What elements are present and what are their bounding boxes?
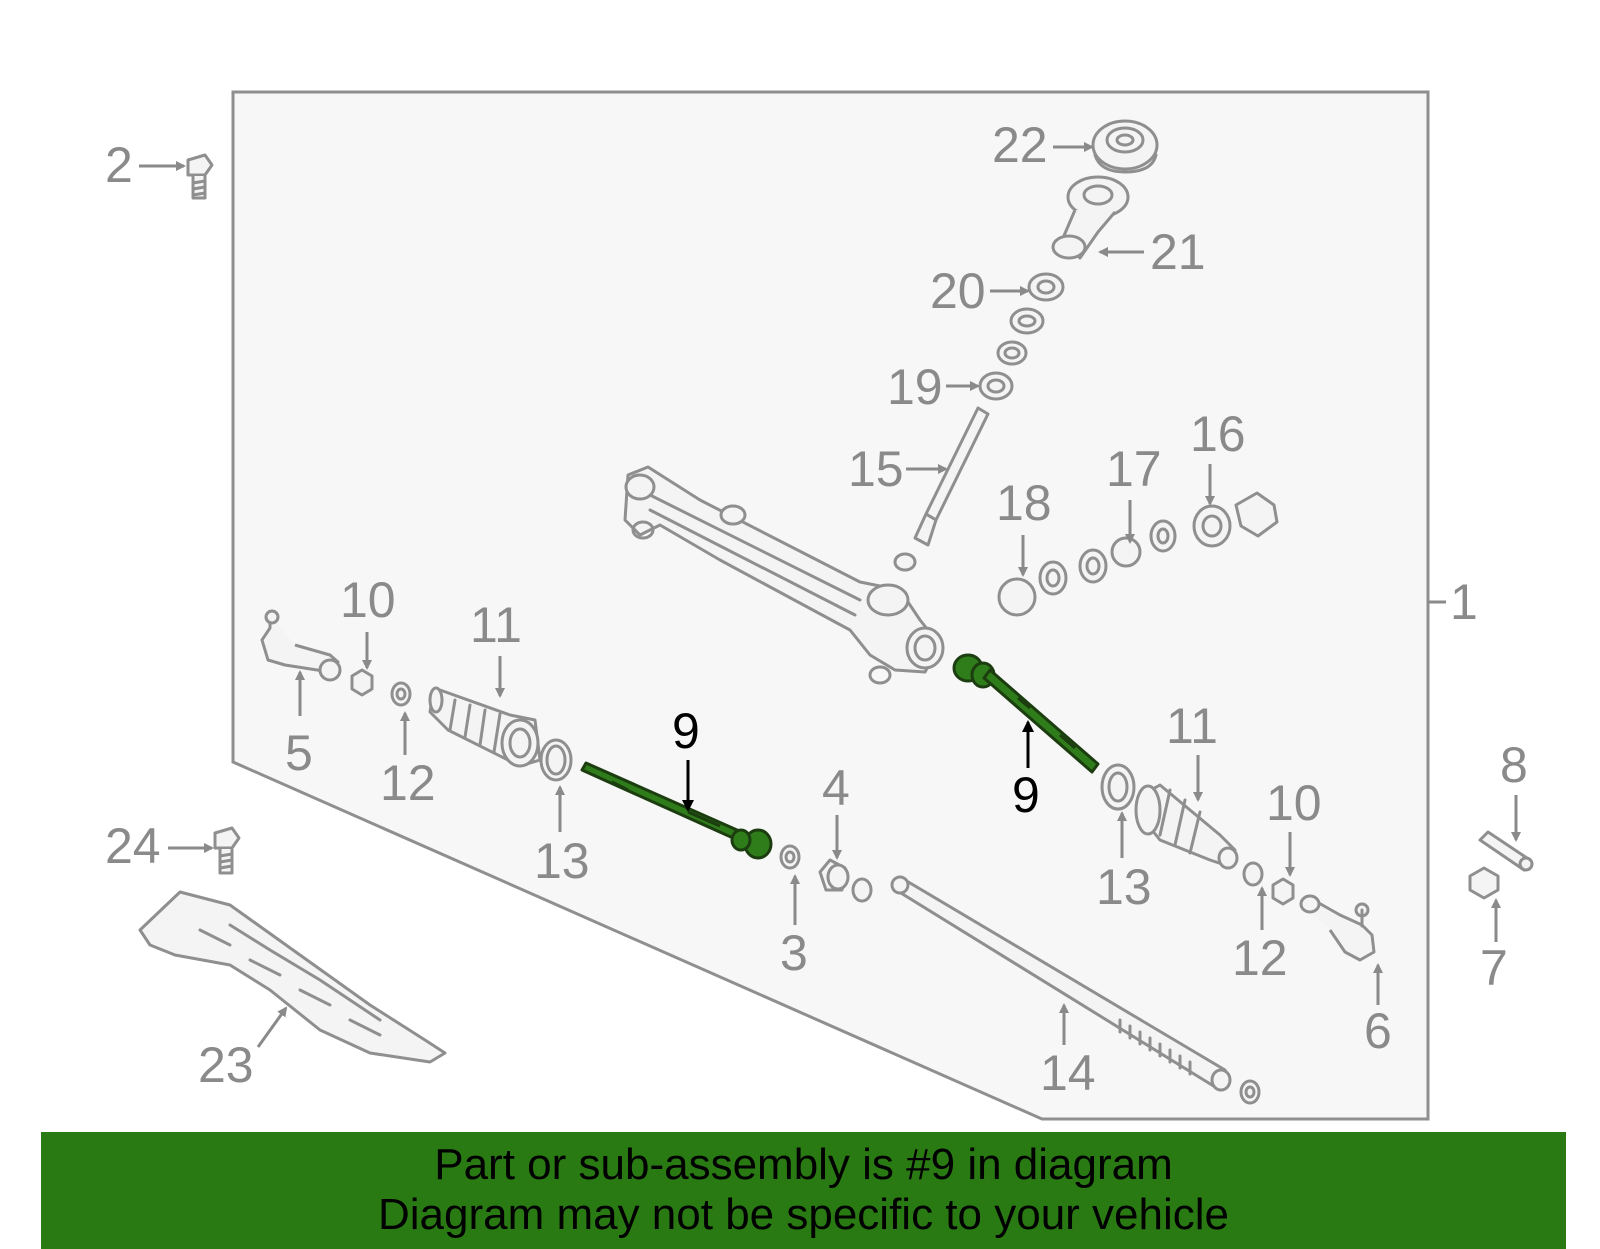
callout-16: 16: [1190, 406, 1246, 462]
part-14-rack: [890, 875, 1261, 1105]
part-9-left-tie-rod: [580, 761, 773, 860]
part-13-right-clamp: [1100, 763, 1136, 811]
callout-5: 5: [285, 725, 313, 781]
part-21-housing: [1051, 175, 1130, 260]
parts-16-17-18: [997, 491, 1279, 617]
callout-21: 21: [1150, 224, 1206, 280]
callout-11-left: 11: [470, 597, 522, 653]
callout-22: 22: [992, 117, 1048, 173]
part-23-heat-shield: [138, 890, 447, 1064]
callout-24: 24: [105, 818, 161, 874]
callout-15: 15: [848, 441, 904, 497]
right-nut-and-washer: [1242, 861, 1295, 906]
callout-9-left: 9: [672, 703, 700, 759]
callout-10-left: 10: [340, 572, 396, 628]
callout-6: 6: [1364, 1003, 1392, 1059]
callout-10-right: 10: [1266, 775, 1322, 831]
parts-3-and-4: [779, 844, 873, 903]
part-11-right-boot: [1134, 783, 1239, 870]
part-5-tie-rod-end: [260, 609, 342, 682]
part-19-seal: [978, 371, 1014, 401]
callout-14: 14: [1040, 1045, 1096, 1101]
callout-18: 18: [996, 475, 1052, 531]
part-15-pinion: [893, 406, 990, 572]
callout-4: 4: [822, 760, 850, 816]
callout-17: 17: [1106, 441, 1162, 497]
callout-1: 1: [1450, 574, 1478, 630]
callout-12-right: 12: [1232, 930, 1288, 986]
callout-2: 2: [105, 137, 133, 193]
callout-7: 7: [1480, 940, 1508, 996]
callout-9-right: 9: [1012, 767, 1040, 823]
left-nut-and-washer: [350, 668, 412, 707]
part-11-left-boot: [428, 686, 542, 768]
callout-13-left: 13: [534, 833, 590, 889]
part-24-bolt: [213, 826, 241, 875]
part-8-bracket: [1478, 830, 1534, 872]
callout-19: 19: [887, 359, 943, 415]
callout-8: 8: [1500, 737, 1528, 793]
part-2-bolt: [186, 153, 214, 200]
banner-line-1: Part or sub-assembly is #9 in diagram: [434, 1140, 1173, 1189]
callout-12-left: 12: [380, 755, 436, 811]
callout-23: 23: [198, 1037, 254, 1093]
callout-20: 20: [930, 263, 986, 319]
steering-gear-housing: [623, 465, 945, 685]
callout-3: 3: [780, 925, 808, 981]
part-13-left-clamp: [539, 738, 573, 782]
part-9-right-tie-rod: [952, 653, 1100, 774]
callout-13-right: 13: [1096, 859, 1152, 915]
part-6-tie-rod-end: [1299, 894, 1376, 962]
banner-line-2: Diagram may not be specific to your vehi…: [377, 1190, 1230, 1239]
info-banner: Part or sub-assembly is #9 in diagram Di…: [41, 1132, 1566, 1249]
part-7-nut: [1468, 866, 1500, 900]
callout-11-right: 11: [1166, 698, 1218, 754]
